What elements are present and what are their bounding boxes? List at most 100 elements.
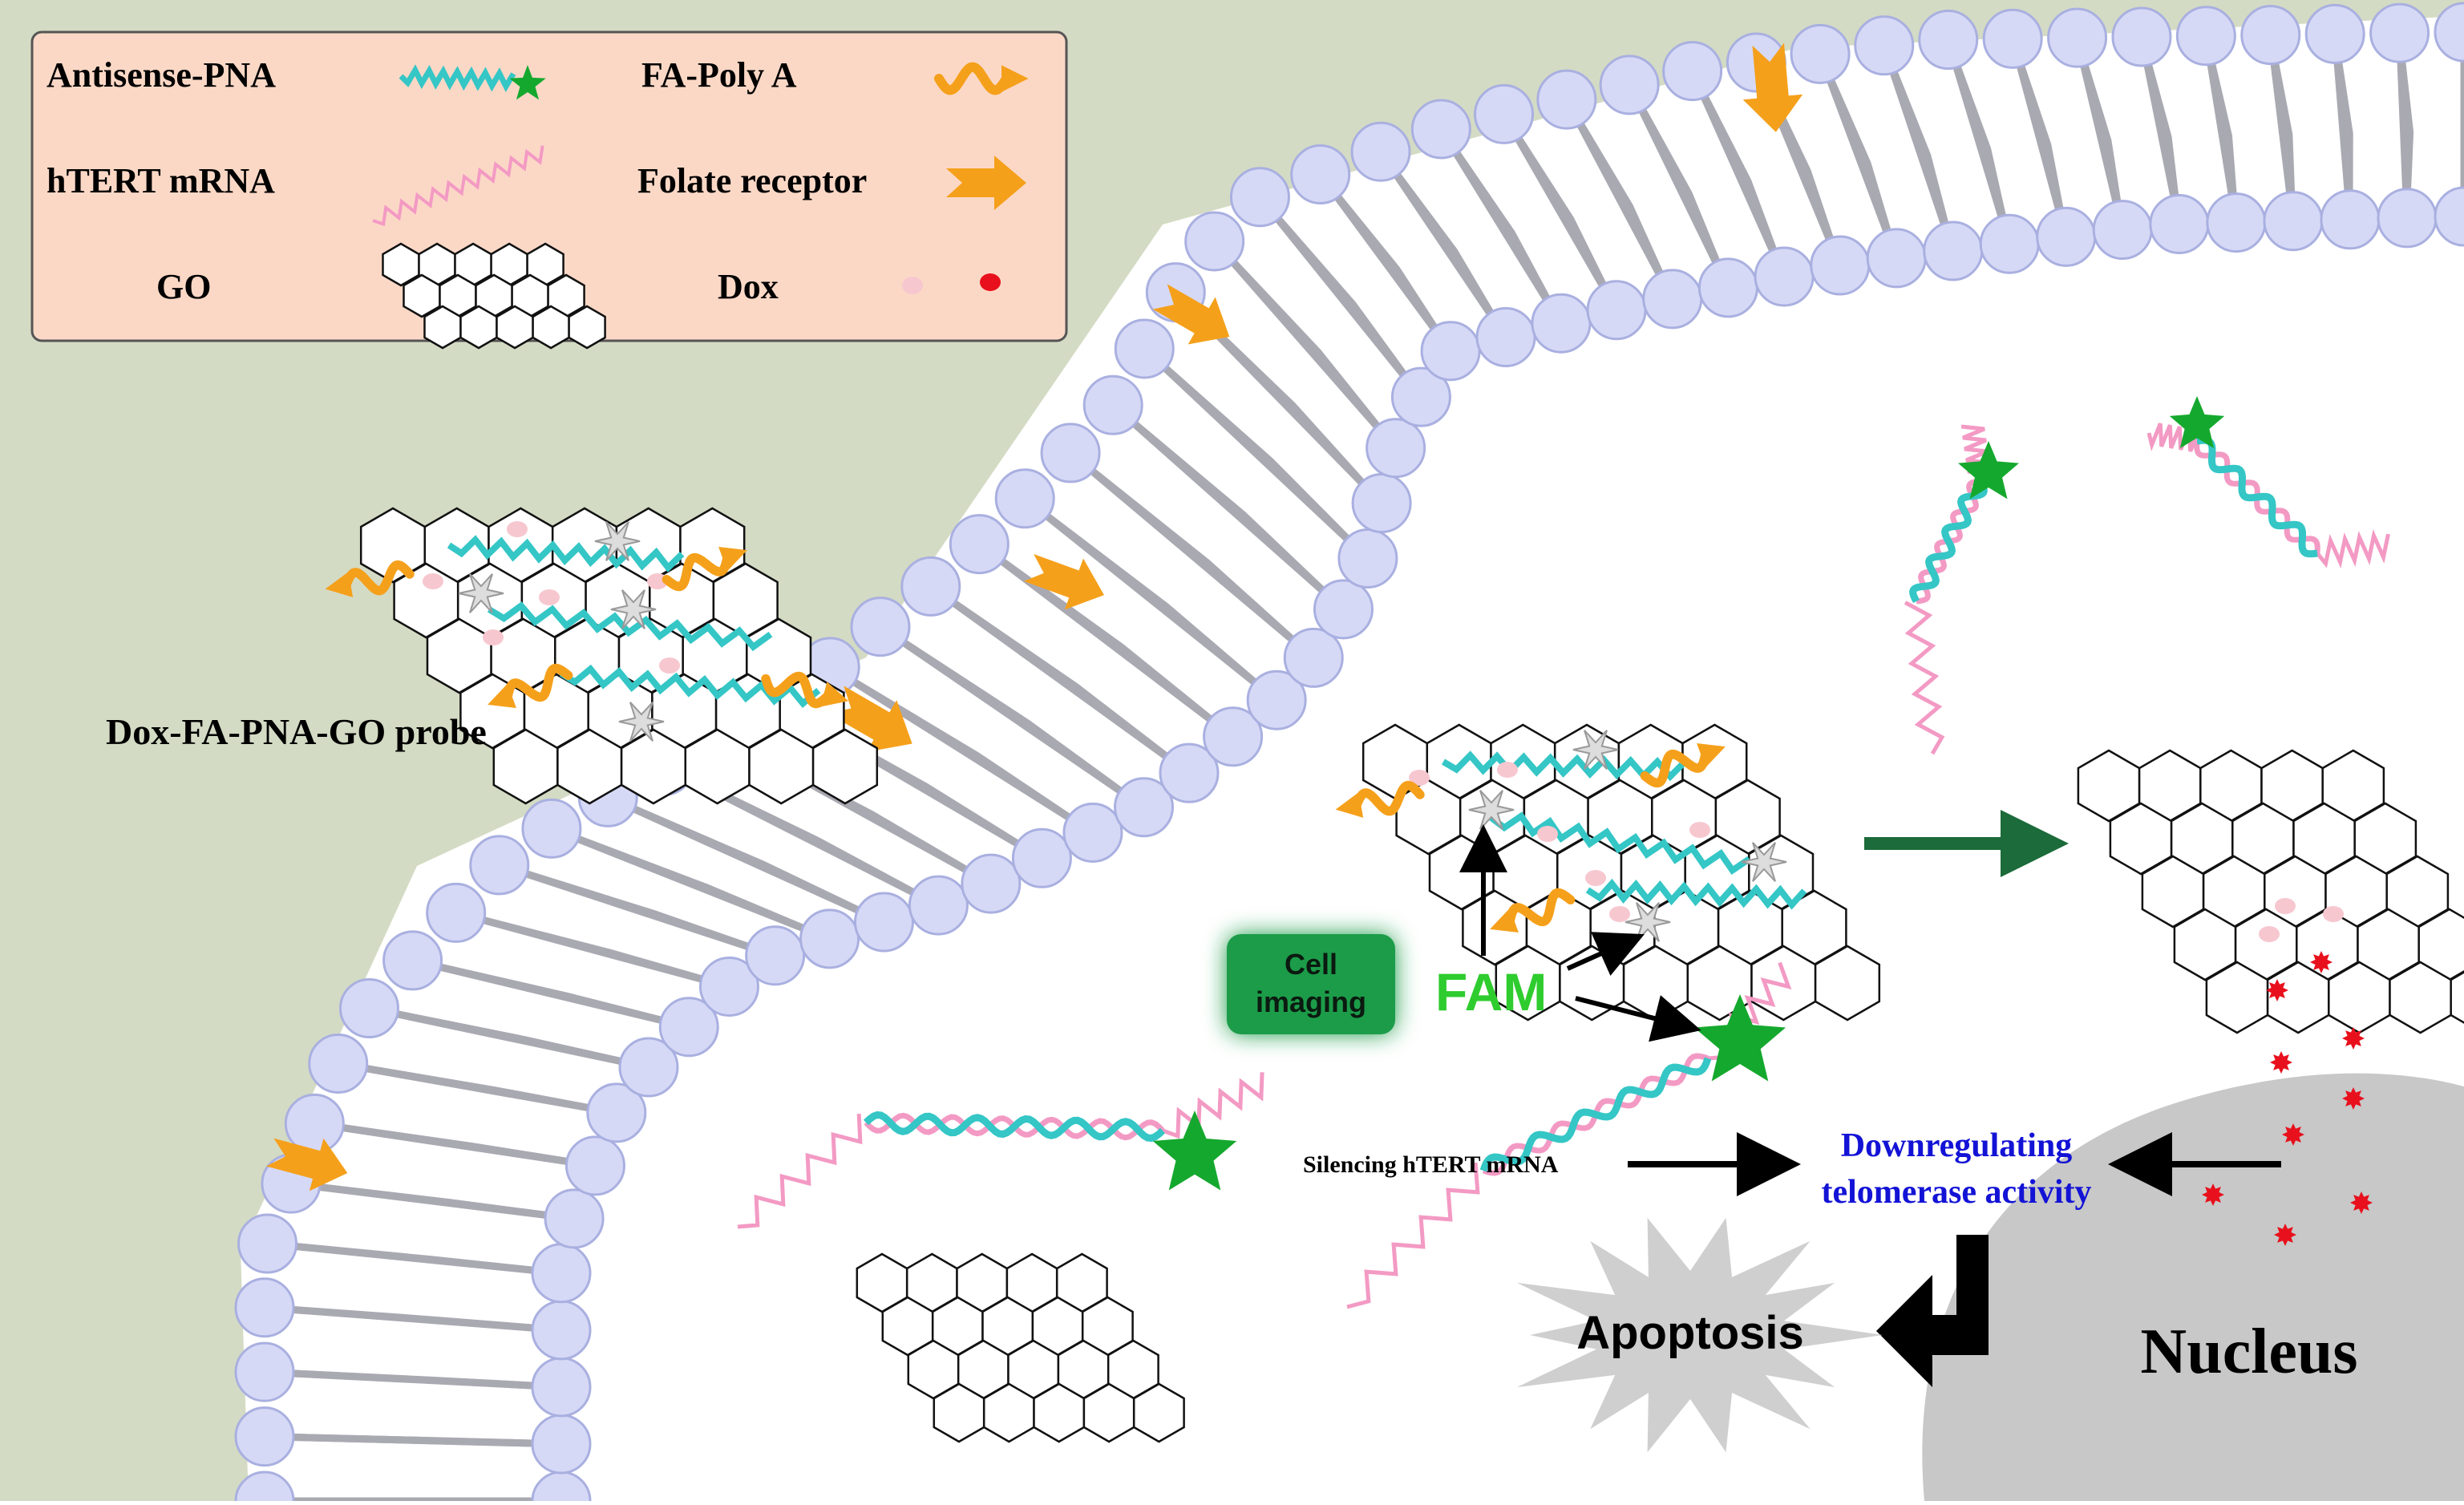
pna-mrna-duplexes: [737, 396, 2390, 1309]
lipid-head: [745, 925, 806, 986]
probe-label: Dox-FA-PNA-GO probe: [106, 711, 487, 752]
lipid-head: [2036, 206, 2097, 267]
lipid-head: [586, 1082, 647, 1143]
lipid-head: [544, 1188, 605, 1249]
downregulating-line2: telomerase activity: [1821, 1174, 2091, 1211]
fam-star-icon: [2169, 396, 2225, 449]
lipid-head: [1420, 321, 1481, 382]
dox-dot-icon: [2270, 1051, 2292, 1074]
lipid-head: [1011, 827, 1072, 888]
lipid-head: [1754, 246, 1815, 307]
lipid-head: [799, 908, 860, 969]
lipid-head: [2377, 188, 2438, 249]
poly-a-squiggle-icon: [1335, 780, 1425, 818]
dox-dot-icon: [2323, 906, 2344, 922]
legend-label-go: GO: [156, 267, 211, 306]
lipid-head: [426, 882, 487, 943]
lipid-head: [2434, 2, 2464, 63]
lipid-head: [1390, 366, 1451, 427]
folate-receptor-icon: [827, 686, 912, 752]
lipid-head: [2320, 189, 2381, 250]
lipid-head: [1203, 706, 1264, 767]
legend-label-fa-poly-a: FA-Poly A: [641, 55, 797, 95]
lipid-head: [1642, 269, 1703, 330]
dox-dot-icon: [2274, 1224, 2296, 1246]
lipid-head: [2175, 6, 2236, 67]
lipid-head: [1982, 8, 2043, 69]
internalized-probe: [1335, 723, 1881, 1022]
lipid-head: [1082, 374, 1143, 435]
dox-fa-pna-go-probe: [325, 507, 879, 805]
silencing-label: Silencing hTERT mRNA: [1303, 1151, 1559, 1178]
lipid-head: [339, 977, 400, 1038]
cell-imaging-line2: imaging: [1256, 985, 1366, 1018]
folate-receptor-icon: [946, 156, 1026, 210]
lipid-head: [1062, 803, 1123, 864]
lipid-head: [2263, 191, 2324, 252]
lipid-head: [1313, 579, 1374, 640]
lipid-head: [382, 930, 443, 991]
lipid-head: [1283, 627, 1344, 688]
lipid-head: [531, 1471, 592, 1505]
fam-arrows: [1459, 824, 1701, 1042]
lipid-head: [531, 1414, 592, 1475]
lipid-head: [531, 1300, 592, 1361]
lipid-head: [1366, 418, 1426, 479]
poly-a-squiggle-icon: [933, 62, 1029, 95]
apoptosis-burst: [1516, 1217, 1883, 1453]
dox-dot-icon: [2342, 1087, 2365, 1110]
cell-imaging-line1: Cell: [1285, 948, 1337, 981]
lipid-head: [531, 1357, 592, 1418]
legend-label-htert-mrna: hTERT mRNA: [47, 161, 275, 200]
lipid-head: [2206, 192, 2267, 253]
folate-receptor-icon: [1023, 553, 1104, 610]
dox-dot-icon: [2282, 1123, 2304, 1146]
lipid-head: [994, 468, 1055, 529]
dox-dot-icon: [2266, 979, 2288, 1001]
lipid-head: [850, 597, 911, 657]
lipid-head: [1290, 144, 1351, 204]
poly-a-squiggle-icon: [325, 560, 415, 597]
nucleus-label: Nucleus: [2140, 1317, 2357, 1387]
fam-label: FAM: [1435, 962, 1547, 1022]
mrna-squiggle-icon: [372, 145, 544, 227]
released-go-sheet: [2077, 749, 2464, 1034]
lipid-head: [469, 835, 530, 896]
lipid-head: [531, 1243, 592, 1304]
legend: Antisense-PNA FA-Poly A hTERT mRNA Folat…: [30, 30, 1068, 350]
lipid-head: [1114, 777, 1175, 838]
dox-dot-icon: [980, 273, 1001, 291]
lipid-head: [234, 1341, 295, 1402]
release-arrow: [1864, 810, 2069, 877]
lipid-head: [1854, 15, 1915, 76]
lipid-head: [698, 957, 759, 1017]
lipid-head: [521, 798, 582, 859]
apoptosis-label: Apoptosis: [1576, 1307, 1804, 1359]
lipid-head: [853, 892, 914, 953]
free-go-sheet: [856, 1252, 1185, 1443]
lipid-head: [308, 1033, 369, 1094]
lipid-head: [1350, 121, 1411, 182]
lipid-head: [2434, 186, 2464, 247]
legend-label-dox: Dox: [718, 267, 779, 306]
lipid-head: [1531, 293, 1592, 354]
legend-label-folate-receptor: Folate receptor: [637, 161, 867, 200]
dox-dot-icon: [2275, 898, 2296, 914]
lipid-head: [1337, 528, 1398, 589]
lipid-head: [284, 1093, 345, 1154]
lipid-head: [949, 514, 1009, 575]
lipid-head: [1159, 742, 1220, 803]
lipid-head: [1790, 23, 1851, 84]
lipid-head: [1586, 280, 1647, 341]
graphene-oxide-icon: [382, 242, 606, 350]
lipid-head: [1979, 213, 2040, 274]
downregulating-line1: Downregulating: [1841, 1127, 2073, 1164]
lipid-head: [1474, 83, 1535, 144]
lipid-head: [2092, 200, 2153, 261]
legend-label-antisense-pna: Antisense-PNA: [47, 55, 276, 95]
nucleus: [1922, 1073, 2464, 1501]
lipid-head: [1599, 55, 1660, 115]
lipid-head: [1923, 220, 1984, 281]
poly-a-squiggle-icon: [488, 663, 573, 708]
lipid-head: [234, 1277, 295, 1338]
